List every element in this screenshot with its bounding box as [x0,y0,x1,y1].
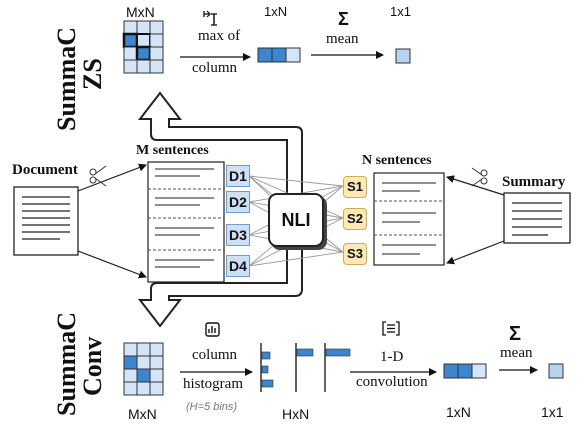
conv-op2-label-line1: 1-D [380,349,404,365]
summary-page [503,192,571,244]
conv-op2-label-line2: convolution [356,374,428,390]
n-sentences-label: N sentences [362,153,432,168]
sum-arrow-top [446,175,505,196]
doc-sentence-d3: D3 [226,224,250,246]
m-sentences-label: M sentences [136,143,209,158]
conv-vector-label: 1xN [446,404,471,420]
zs-op1-label-line1: max of [198,28,241,44]
n-sentence-block [373,172,445,266]
doc-arrow-top [77,163,147,192]
max-icon [203,10,217,26]
sum-sentence-s1: S1 [343,176,367,198]
conv-output [548,363,564,379]
zs-op2-label: mean [326,31,359,47]
zs-matrix-label: MxN [126,4,155,20]
conv-title-line1: SummaC [52,311,81,416]
conv-title-line2: Conv [78,336,107,396]
zs-vector-label: 1xN [264,4,288,19]
scissors-icon [471,167,488,187]
nli-model-box: NLI [268,193,324,247]
conv-matrix-label: MxN [128,406,157,422]
doc-sentence-d1: D1 [226,165,250,187]
convolution-icon [382,321,400,336]
zs-vector [257,47,301,63]
sum-arrow-bottom [446,240,505,265]
m-sentence-block [147,161,225,283]
document-page [13,186,79,256]
document-label: Document [12,162,78,178]
zs-matrix [122,20,164,74]
routing-arrow [137,91,303,328]
zs-op1-label-line2: column [192,60,237,76]
histogram-icon [205,322,220,337]
doc-arrow-bottom [77,250,147,279]
conv-op1-label-line2: histogram [183,376,243,392]
sigma-icon: Σ [338,9,349,29]
conv-hist-label: HxN [282,406,310,422]
conv-op3-label: mean [500,345,533,361]
sum-sentence-s2: S2 [343,208,367,230]
doc-sentence-d4: D4 [226,255,250,277]
doc-sentence-d2: D2 [226,191,250,213]
summary-label: Summary [502,174,566,190]
conv-matrix [123,342,164,396]
zs-title-line1: SummaC [52,26,81,131]
sigma-icon: Σ [509,323,522,345]
conv-vector [443,363,487,379]
conv-output-label: 1x1 [541,404,564,420]
conv-op1-note: (H=5 bins) [186,401,238,413]
scissors-icon [89,165,107,187]
zs-output [395,48,411,64]
zs-title-line2: ZS [78,58,107,90]
conv-op1-label-line1: column [192,347,237,363]
zs-output-label: 1x1 [390,4,411,19]
sum-sentence-s3: S3 [343,243,367,265]
hxn-histograms [260,343,351,392]
